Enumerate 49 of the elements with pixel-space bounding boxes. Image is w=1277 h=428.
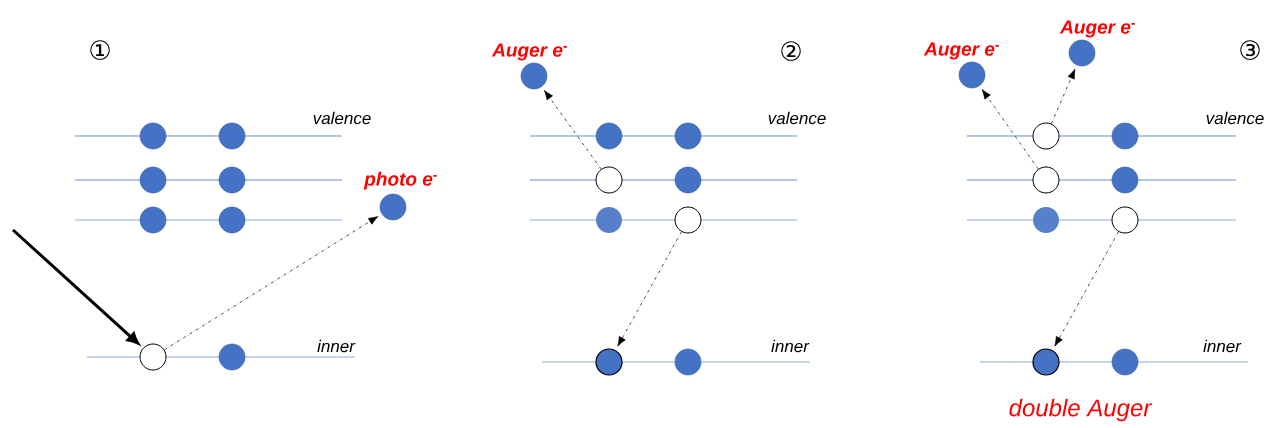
electron [595,348,623,376]
level-label: valence [768,111,826,125]
circled-number: ③ [1240,40,1260,60]
electron [139,206,167,234]
hole [1111,206,1139,234]
electron [218,122,246,150]
circled-number: ① [90,40,110,60]
electron [595,122,623,150]
electron [139,122,167,150]
electron [1111,166,1139,194]
node-label: Auger e$^{-}$ [491,43,567,61]
hole [674,206,702,234]
level-label: inner [317,339,356,353]
level-label: inner [771,339,810,353]
emitted-electron: Auger e$^{-}$ [923,42,999,89]
level-label: valence [1206,111,1264,125]
transition-arrow [1054,231,1119,347]
electron [218,206,246,234]
electron [1111,348,1139,376]
electron [1033,207,1059,233]
emitted-electron: Auger e$^{-}$ [491,43,567,90]
electron [1032,348,1060,376]
process-label: double Auger [1009,398,1153,422]
electron [139,166,167,194]
electron [1111,122,1139,150]
level-label: valence [313,111,371,125]
transition-arrow [1051,68,1076,124]
transition-arrow [981,89,1039,170]
level-label: inner [1203,339,1242,353]
node-label: Auger e$^{-}$ [1059,20,1135,38]
node-label: photo e$^{-}$ [363,171,437,190]
hole [595,166,623,194]
transition-arrow [617,231,682,347]
transition-arrow [544,90,602,170]
hole [1032,166,1060,194]
electron [218,343,246,371]
node-label: Auger e$^{-}$ [923,42,999,60]
electron [674,166,702,194]
electron [218,166,246,194]
electron [596,207,622,233]
emitted-electron: photo e$^{-}$ [363,171,437,221]
electron [674,348,702,376]
hole [1032,122,1060,150]
circled-number: ② [781,41,801,61]
emitted-electron: Auger e$^{-}$ [1059,20,1135,67]
hole [139,343,167,371]
transition-arrow [164,216,379,351]
electron [674,122,702,150]
incoming-photon-arrow [12,228,140,345]
